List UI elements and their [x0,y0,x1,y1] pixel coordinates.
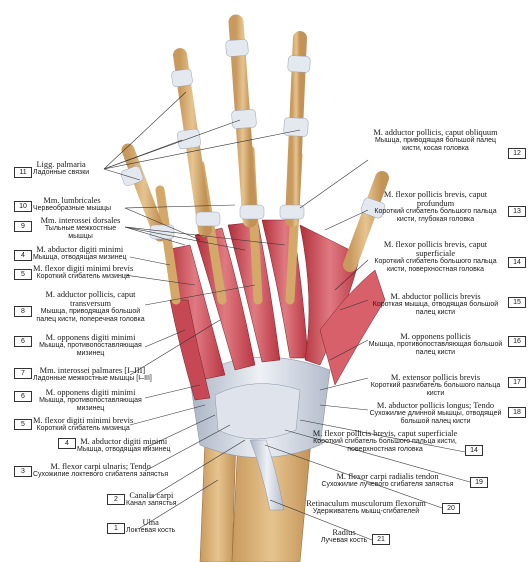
label-number-5b: 5 [14,419,32,430]
label-m-flexor-pollicis-brevis-superficiale: M. flexor pollicis brevis, caput superfi… [374,240,497,273]
label-number-6b: 6 [14,391,32,402]
label-number-1: 1 [107,523,125,534]
label-number-20: 20 [442,503,460,514]
label-number-15: 15 [508,297,526,308]
label-number-14: 14 [508,257,526,268]
label-number-11: 11 [14,167,32,178]
label-number-16: 16 [508,336,526,347]
leader-lines [103,91,471,541]
label-number-9: 9 [14,221,32,232]
label-number-14b: 14 [465,445,483,456]
fingers [120,14,389,272]
label-number-10: 10 [14,201,32,212]
label-mm-interossei-palmares: Mm. interossei palmares [I–III]Ладонные … [33,366,152,382]
label-number-12: 12 [508,148,526,159]
label-number-19: 19 [470,477,488,488]
carpal-region [189,356,331,511]
label-number-2: 2 [107,494,125,505]
label-number-4b: 4 [58,438,76,449]
label-number-7: 7 [14,368,32,379]
label-number-18: 18 [508,407,526,418]
label-number-21: 21 [372,534,390,545]
label-number-17: 17 [508,377,526,388]
label-number-8: 8 [14,306,32,317]
label-number-4: 4 [14,250,32,261]
label-number-5: 5 [14,269,32,280]
label-m-flexor-pollicis-brevis-profundum: M. flexor pollicis brevis, caput profund… [374,190,497,223]
label-number-6: 6 [14,336,32,347]
label-number-3: 3 [14,466,32,477]
label-number-13: 13 [508,206,526,217]
label-m-flexor-pollicis-brevis-superficiale-2: M. flexor pollicis brevis, caput superfi… [312,429,458,453]
